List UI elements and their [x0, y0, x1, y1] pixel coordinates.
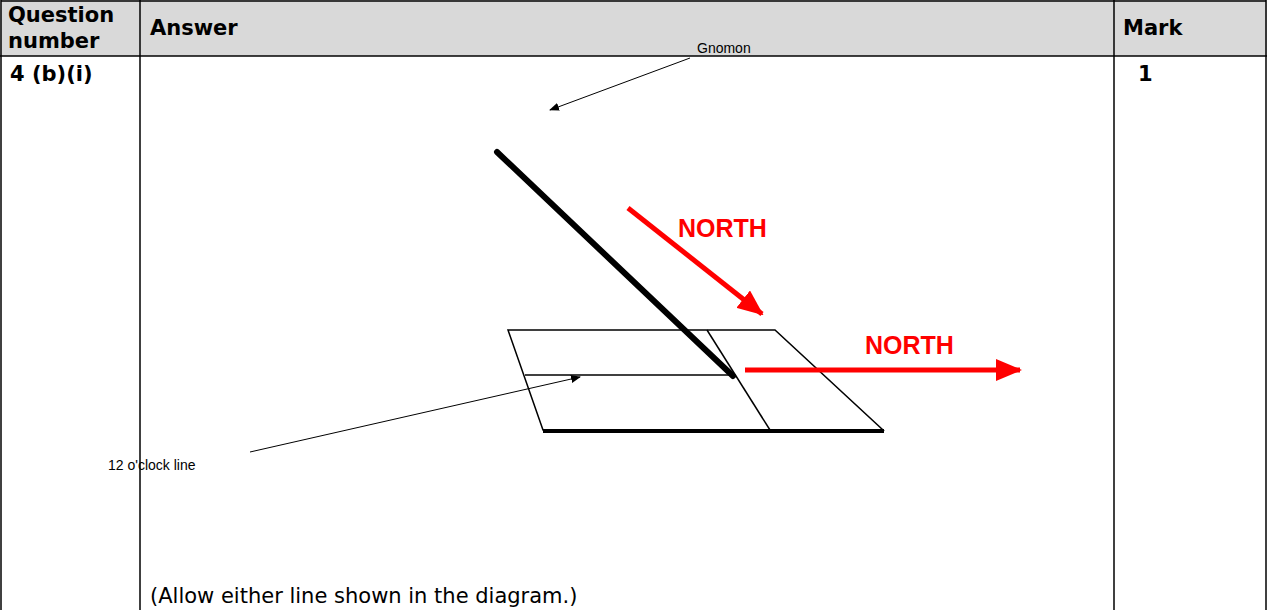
- part-label: Gnomon: [697, 40, 751, 56]
- gnomon-leader: [550, 58, 690, 110]
- direction-label: NORTH: [678, 214, 767, 243]
- column-header: Mark: [1123, 15, 1182, 41]
- base-edge: [543, 429, 884, 433]
- column-header: Question number: [8, 2, 138, 54]
- north-arrow: [745, 368, 1020, 373]
- marking-note: (Allow either line shown in the diagram.…: [150, 584, 577, 608]
- mark-value: 1: [1138, 62, 1153, 86]
- sundial-base: [508, 330, 883, 430]
- column-header: Answer: [150, 15, 238, 41]
- line-leader: [250, 377, 580, 452]
- header-band: [0, 0, 1267, 56]
- direction-label: NORTH: [865, 331, 954, 360]
- part-label: 12 o'clock line: [108, 457, 196, 473]
- question-number: 4 (b)(i): [10, 62, 93, 86]
